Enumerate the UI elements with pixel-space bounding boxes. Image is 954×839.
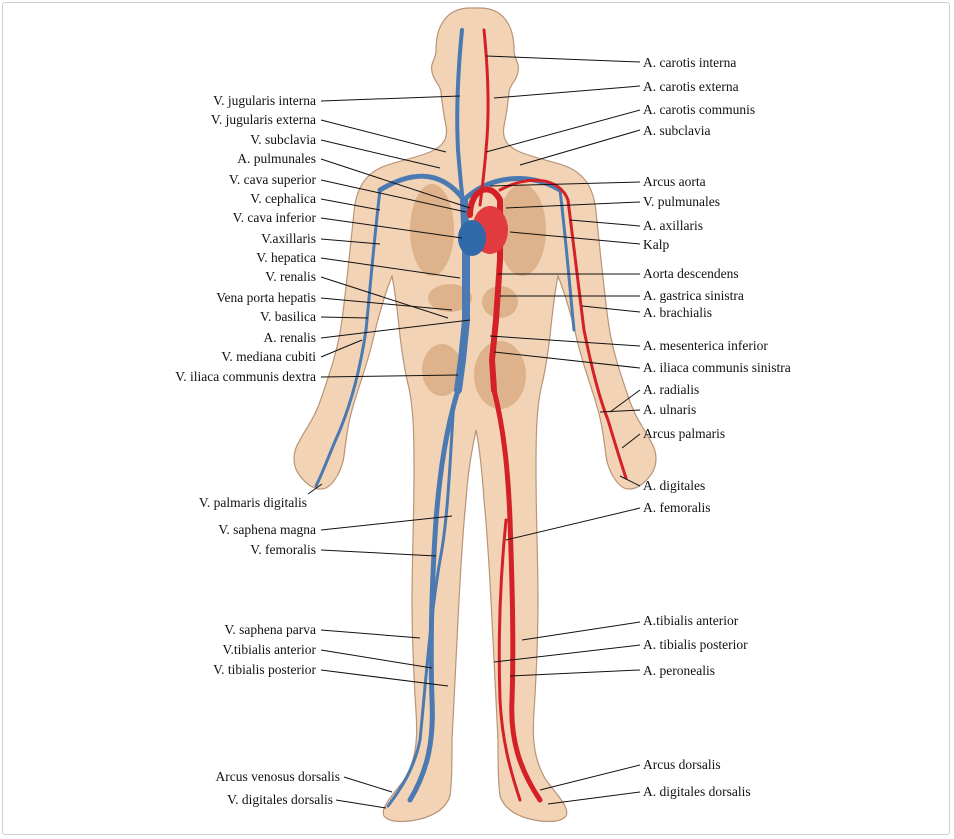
label-arcus-palmaris: Arcus palmaris [643, 427, 725, 441]
right-lung [410, 184, 454, 276]
label-v-hepatica: V. hepatica [256, 251, 316, 265]
label-a-brachialis: A. brachialis [643, 306, 712, 320]
label-v-mediana-cubiti: V. mediana cubiti [221, 350, 316, 364]
label-v-cava-superior: V. cava superior [229, 173, 316, 187]
leader-a-tibialis-anterior [522, 622, 640, 640]
label-v-tibialis-posterior: V. tibialis posterior [213, 663, 316, 677]
label-v-palmaris-digitalis: V. palmaris digitalis [199, 496, 307, 510]
leader-v-digitales-dorsalis [336, 800, 386, 808]
leader-v-jugularis-interna [321, 96, 460, 101]
label-v-renalis: V. renalis [265, 270, 316, 284]
leader-a-digitales-dorsalis [548, 792, 640, 804]
leader-a-carotis-externa [494, 86, 640, 98]
leader-arcus-venosus-dorsalis [344, 777, 392, 792]
label-a-carotis-communis: A. carotis communis [643, 103, 755, 117]
label-v-axillaris: V.axillaris [261, 232, 316, 246]
label-a-tibialis-posterior: A. tibialis posterior [643, 638, 748, 652]
label-arcus-dorsalis: Arcus dorsalis [643, 758, 721, 772]
label-v-saphena-parva: V. saphena parva [224, 623, 316, 637]
body-silhouette [294, 8, 656, 822]
label-a-digitales-dorsalis: A. digitales dorsalis [643, 785, 751, 799]
label-v-jugularis-interna: V. jugularis interna [213, 94, 316, 108]
label-a-pulmunales: A. pulmunales [237, 152, 316, 166]
label-a-tibialis-anterior: A.tibialis anterior [643, 614, 738, 628]
label-v-jugularis-externa: V. jugularis externa [211, 113, 316, 127]
label-v-cava-inferior: V. cava inferior [233, 211, 316, 225]
leader-a-subclavia [520, 130, 640, 165]
label-arcus-venosus-dorsalis: Arcus venosus dorsalis [216, 770, 341, 784]
label-arcus-aorta: Arcus aorta [643, 175, 706, 189]
label-a-gastrica-sinistra: A. gastrica sinistra [643, 289, 744, 303]
label-a-femoralis: A. femoralis [643, 501, 710, 515]
label-a-digitales: A. digitales [643, 479, 705, 493]
label-v-saphena-magna: V. saphena magna [218, 523, 316, 537]
label-a-radialis: A. radialis [643, 383, 699, 397]
label-a-iliaca-communis-sinistra: A. iliaca communis sinistra [643, 361, 791, 375]
label-v-femoralis: V. femoralis [250, 543, 316, 557]
leader-v-subclavia [321, 140, 440, 168]
body-outline [294, 8, 656, 822]
leader-v-saphena-parva [321, 630, 420, 638]
label-vena-porta-hepatis: Vena porta hepatis [216, 291, 316, 305]
intestine-left [474, 341, 526, 409]
label-a-peronealis: A. peronealis [643, 664, 715, 678]
label-v-cephalica: V. cephalica [250, 192, 316, 206]
label-aorta-descendens: Aorta descendens [643, 267, 739, 281]
label-a-renalis: A. renalis [264, 331, 316, 345]
label-a-carotis-interna: A. carotis interna [643, 56, 736, 70]
label-v-digitales-dorsalis: V. digitales dorsalis [227, 793, 333, 807]
label-v-iliaca-communis-dextra: V. iliaca communis dextra [175, 370, 316, 384]
label-v-tibialis-anterior: V.tibialis anterior [223, 643, 317, 657]
leader-arcus-dorsalis [540, 765, 640, 790]
label-v-pulmunales: V. pulmunales [643, 195, 720, 209]
label-a-ulnaris: A. ulnaris [643, 403, 696, 417]
leader-v-jugularis-externa [321, 120, 446, 152]
label-v-subclavia: V. subclavia [250, 133, 316, 147]
leader-a-carotis-communis [486, 110, 640, 152]
label-v-basilica: V. basilica [260, 310, 316, 324]
label-kalp: Kalp [643, 238, 669, 252]
label-a-subclavia: A. subclavia [643, 124, 710, 138]
label-a-axillaris: A. axillaris [643, 219, 703, 233]
label-a-carotis-externa: A. carotis externa [643, 80, 739, 94]
label-a-mesenterica-inferior: A. mesenterica inferior [643, 339, 768, 353]
heart-blue [458, 220, 486, 256]
